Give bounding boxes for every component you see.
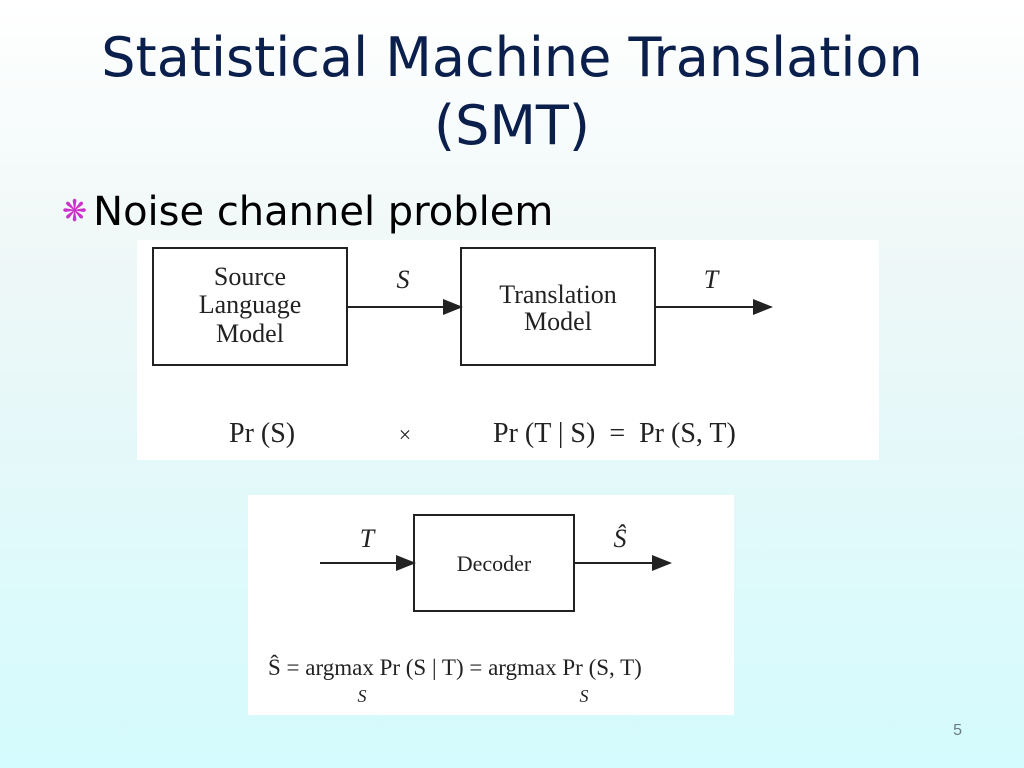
box1-line2: Language (199, 290, 302, 319)
noisy-channel-svg: Source Language Model S Translation Mode… (152, 247, 773, 449)
bullet-item: ❋ Noise channel problem (62, 186, 553, 238)
equation-right: Pr (T | S) = Pr (S, T) (493, 418, 736, 449)
noisy-channel-diagram: Source Language Model S Translation Mode… (137, 240, 879, 460)
slide-title: Statistical Machine Translation (SMT) (0, 24, 1024, 160)
page-number: 5 (953, 722, 962, 739)
decoder-diagram: T Decoder Ŝ Ŝ = argmax Pr (S | T) = argm… (248, 495, 734, 715)
box2-line1: Translation (499, 280, 617, 309)
arrow-s-label: S (397, 265, 410, 294)
arrow-t-label: T (704, 265, 720, 294)
bullet-text: Noise channel problem (93, 189, 554, 235)
equation-times: × (399, 422, 411, 447)
box2-line2: Model (524, 307, 592, 336)
box1-line3: Model (216, 319, 284, 348)
arrow-out-label: Ŝ (614, 524, 627, 553)
flower-bullet-icon: ❋ (62, 194, 88, 229)
argmax-subscript-1: S (358, 686, 367, 706)
decoder-equation: Ŝ = argmax Pr (S | T) = argmax Pr (S, T) (268, 654, 642, 680)
equation-left: Pr (S) (229, 418, 295, 449)
box1-line1: Source (214, 262, 286, 291)
slide-title-line2: (SMT) (434, 94, 590, 157)
decoder-label: Decoder (457, 551, 532, 576)
slide-title-line1: Statistical Machine Translation (101, 26, 923, 89)
decoder-svg: T Decoder Ŝ Ŝ = argmax Pr (S | T) = argm… (268, 514, 672, 706)
argmax-subscript-2: S (580, 686, 589, 706)
arrow-in-label: T (360, 524, 376, 553)
